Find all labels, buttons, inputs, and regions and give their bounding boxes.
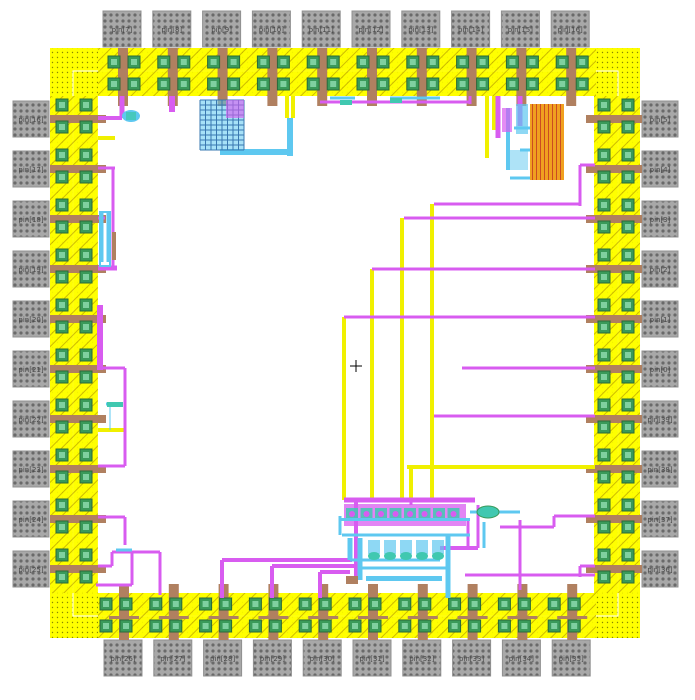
pad-label: pin[13] <box>408 26 433 34</box>
pad-left-7[interactable]: pin[23] <box>12 450 50 488</box>
pad-label: pin[0] <box>650 366 671 374</box>
pad-label: pin[30] <box>310 655 335 663</box>
misc-cells <box>99 98 402 407</box>
pad-label: pin[22] <box>18 416 43 424</box>
pad-label: pin[29] <box>260 655 285 663</box>
pad-right-5[interactable]: pin[0] <box>641 350 679 388</box>
pad-left-4[interactable]: pin[20] <box>12 300 50 338</box>
io-cells <box>50 48 642 640</box>
pad-top-8[interactable]: pin[15] <box>500 10 540 48</box>
pad-label: pin[9] <box>211 26 232 34</box>
pad-label: pin[31] <box>359 655 384 663</box>
pad-top-2[interactable]: pin[9] <box>202 10 242 48</box>
pad-label: pin[27] <box>160 655 185 663</box>
pad-label: pin[5] <box>650 116 671 124</box>
pad-right-3[interactable]: pin[2] <box>641 250 679 288</box>
logic-cluster <box>340 504 500 584</box>
right-pad-row: pin[5] pin[4] pin[3] pin[2] pin[1] pin[0] pin[… <box>641 100 679 588</box>
pad-label: pin[4] <box>650 166 671 174</box>
pad-label: pin[15] <box>508 26 533 34</box>
pad-label: pin[11] <box>309 26 334 34</box>
pad-label: pin[20] <box>18 316 43 324</box>
pad-top-1[interactable]: pin[8] <box>152 10 192 48</box>
pad-bottom-8[interactable]: pin[34] <box>501 639 541 677</box>
bottom-pad-row: pin[26] pin[27] pin[28] pin[29] pin[30] pin[3… <box>103 639 591 677</box>
pad-bottom-3[interactable]: pin[29] <box>252 639 292 677</box>
pad-right-2[interactable]: pin[3] <box>641 200 679 238</box>
pad-right-9[interactable]: pin[36] <box>641 550 679 588</box>
pad-left-2[interactable]: pin[18] <box>12 200 50 238</box>
pad-label: pin[37] <box>647 516 672 524</box>
pad-label: pin[39] <box>647 416 672 424</box>
pad-left-3[interactable]: pin[19] <box>12 250 50 288</box>
pad-right-7[interactable]: pin[38] <box>641 450 679 488</box>
pad-bottom-0[interactable]: pin[26] <box>103 639 143 677</box>
pad-label: pin[14] <box>458 26 483 34</box>
pad-left-1[interactable]: pin[17] <box>12 150 50 188</box>
pad-bottom-6[interactable]: pin[32] <box>402 639 442 677</box>
pad-left-8[interactable]: pin[24] <box>12 500 50 538</box>
pad-top-4[interactable]: pin[11] <box>301 10 341 48</box>
pad-right-4[interactable]: pin[1] <box>641 300 679 338</box>
pad-bottom-2[interactable]: pin[28] <box>203 639 243 677</box>
pad-label: pin[21] <box>18 366 43 374</box>
left-pad-row: pin[16] pin[17] pin[18] pin[19] pin[20] pin[2… <box>12 100 50 588</box>
pad-label: pin[3] <box>650 216 671 224</box>
pad-label: pin[33] <box>459 655 484 663</box>
pad-top-6[interactable]: pin[13] <box>401 10 441 48</box>
pad-label: pin[10] <box>259 26 284 34</box>
pad-right-6[interactable]: pin[39] <box>641 400 679 438</box>
pad-label: pin[34] <box>509 655 534 663</box>
pad-label: pin[35] <box>559 655 584 663</box>
pad-top-9[interactable]: pin[16] <box>550 10 590 48</box>
pad-bottom-4[interactable]: pin[30] <box>302 639 342 677</box>
pad-label: pin[26] <box>110 655 135 663</box>
pad-right-1[interactable]: pin[4] <box>641 150 679 188</box>
pad-label: pin[8] <box>161 26 182 34</box>
yellow-routing <box>98 96 595 500</box>
pad-bottom-1[interactable]: pin[27] <box>153 639 193 677</box>
pad-label: pin[19] <box>18 266 43 274</box>
pad-left-6[interactable]: pin[22] <box>12 400 50 438</box>
pad-label: pin[25] <box>18 566 43 574</box>
pad-label: pin[17] <box>18 166 43 174</box>
striped-block <box>502 104 564 180</box>
pad-bottom-7[interactable]: pin[33] <box>452 639 492 677</box>
pad-right-8[interactable]: pin[37] <box>641 500 679 538</box>
pad-top-0[interactable]: pin[7] <box>102 10 142 48</box>
pad-left-9[interactable]: pin[25] <box>12 550 50 588</box>
pad-bottom-5[interactable]: pin[31] <box>352 639 392 677</box>
pad-label: pin[36] <box>647 566 672 574</box>
pad-left-0[interactable]: pin[16] <box>12 100 50 138</box>
pad-label: pin[38] <box>647 466 672 474</box>
pad-top-7[interactable]: pin[14] <box>451 10 491 48</box>
pad-label: pin[32] <box>409 655 434 663</box>
pad-label: pin[18] <box>18 216 43 224</box>
pad-label: pin[16] <box>18 116 43 124</box>
pad-label: pin[16] <box>558 26 583 34</box>
pad-label: pin[2] <box>650 266 671 274</box>
top-pad-row: pin[7] pin[8] pin[9] pin[10] pin[11] pin[12] p… <box>102 10 590 48</box>
pad-left-5[interactable]: pin[21] <box>12 350 50 388</box>
memory-block <box>199 99 245 151</box>
pad-label: pin[28] <box>210 655 235 663</box>
pad-label: pin[23] <box>18 466 43 474</box>
origin-marker <box>350 360 362 372</box>
pad-bottom-9[interactable]: pin[35] <box>551 639 591 677</box>
pad-label: pin[24] <box>18 516 43 524</box>
pad-top-5[interactable]: pin[12] <box>351 10 391 48</box>
pad-right-0[interactable]: pin[5] <box>641 100 679 138</box>
pad-label: pin[7] <box>112 26 133 34</box>
pad-top-3[interactable]: pin[10] <box>251 10 291 48</box>
pad-label: pin[1] <box>650 316 671 324</box>
pad-label: pin[12] <box>358 26 383 34</box>
